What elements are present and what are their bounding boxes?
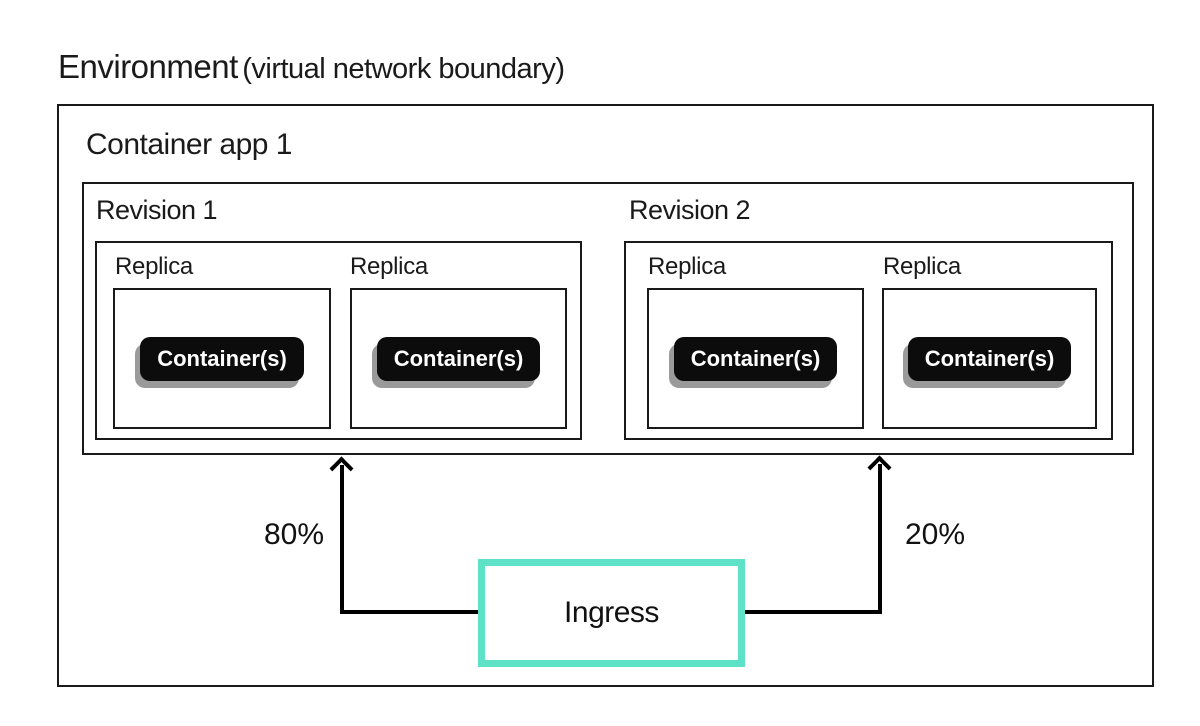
environment-title-qualifier: (virtual network boundary) xyxy=(242,53,565,85)
containers-badge: Container(s) xyxy=(140,336,304,381)
revision-2-replica-1-label: Replica xyxy=(648,253,726,280)
traffic-percent-revision-2: 20% xyxy=(905,518,966,551)
container-app-label: Container app 1 xyxy=(86,128,293,161)
revision-2-replica-1-box: Container(s) xyxy=(647,288,864,429)
revision-1-replica-1-label: Replica xyxy=(115,253,193,280)
environment-title: Environment (virtual network boundary) xyxy=(58,48,565,86)
revision-1-label: Revision 1 xyxy=(96,195,218,225)
traffic-percent-revision-1: 80% xyxy=(264,518,325,551)
revision-2-replica-2-box: Container(s) xyxy=(882,288,1097,429)
environment-title-main: Environment xyxy=(58,48,238,85)
containers-badge: Container(s) xyxy=(376,336,541,381)
revision-1-replica-1-box: Container(s) xyxy=(113,288,331,429)
containers-badge: Container(s) xyxy=(673,336,838,381)
revision-1-replica-2-box: Container(s) xyxy=(350,288,567,429)
arrow-revision-1-horizontal-line xyxy=(340,610,481,614)
arrow-revision-1-vertical-line xyxy=(340,465,344,614)
revision-2-replica-2-label: Replica xyxy=(883,253,961,280)
containers-badge: Container(s) xyxy=(907,336,1072,381)
arrow-revision-2-vertical-line xyxy=(878,464,882,614)
revision-1-replica-2-label: Replica xyxy=(350,253,428,280)
arrow-revision-2-horizontal-line xyxy=(742,610,882,614)
revision-2-label: Revision 2 xyxy=(629,195,751,225)
ingress-label: Ingress xyxy=(564,596,659,629)
ingress-box: Ingress xyxy=(478,559,745,667)
